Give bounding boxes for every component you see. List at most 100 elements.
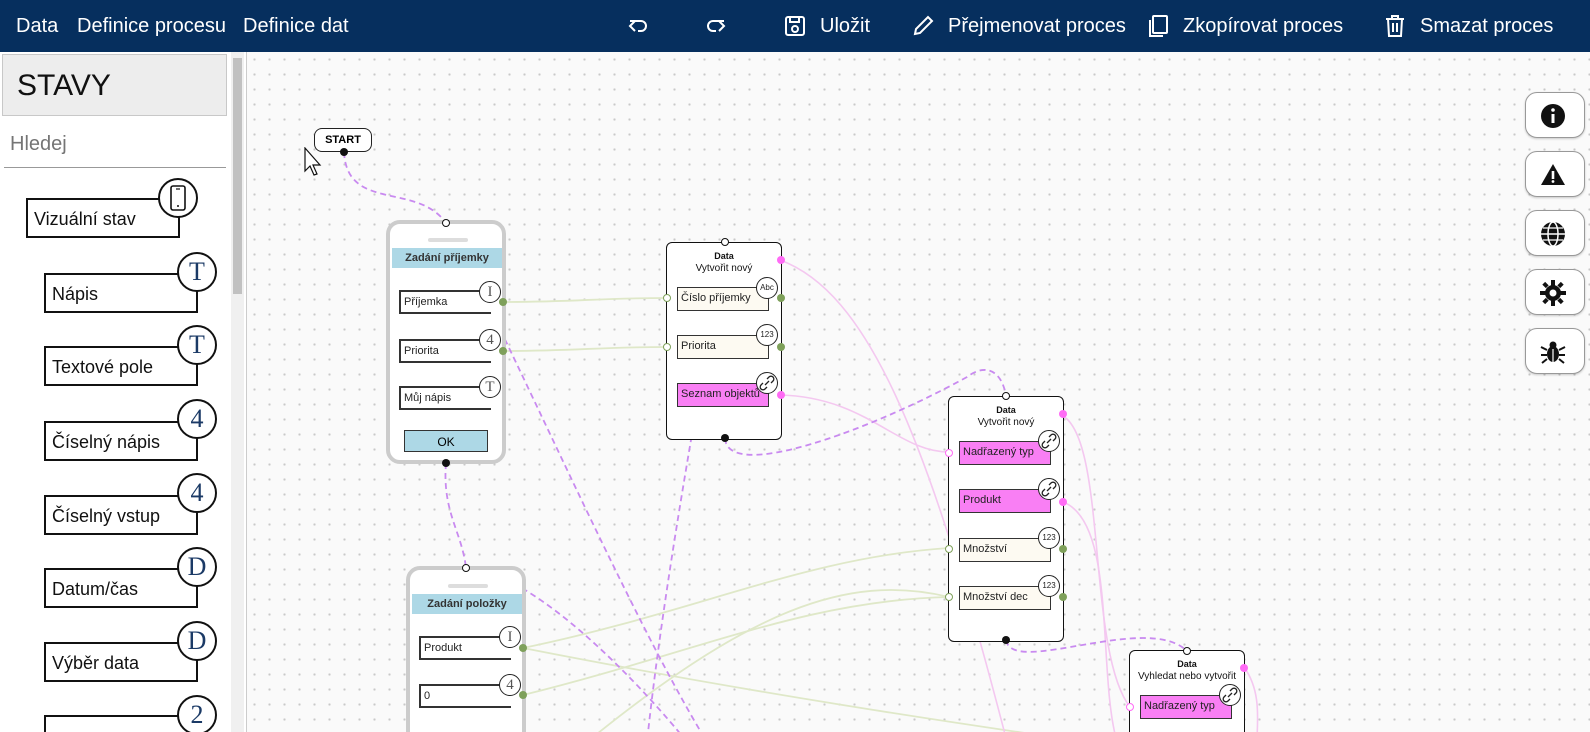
bug-icon	[1540, 341, 1566, 364]
palette-item-text-field[interactable]: Textové pole	[44, 346, 198, 386]
undo-icon[interactable]	[626, 14, 650, 38]
palette-item-label: Výběr data	[52, 653, 140, 673]
data-node[interactable]: Data Vytvořit nový Nadřazený typ Produkt…	[948, 396, 1064, 642]
phone-field[interactable]: Příjemka	[399, 290, 491, 314]
menu-data-definition[interactable]: Definice dat	[243, 15, 349, 37]
phone-in-port[interactable]	[462, 564, 470, 572]
data-node[interactable]: Data Vytvořit nový Číslo příjemky Abc Pr…	[666, 242, 782, 440]
flow-link	[724, 369, 1007, 456]
field-out-port[interactable]	[499, 347, 507, 355]
data-field[interactable]: Množství dec	[959, 586, 1051, 610]
palette-item-label: Číselný nápis	[52, 432, 161, 452]
phone-speaker	[448, 584, 488, 588]
visual-state-phone[interactable]: Zadání položky Produkt I 0 4	[406, 566, 526, 732]
data-in-port[interactable]	[1002, 392, 1010, 400]
redo-icon[interactable]	[704, 14, 728, 38]
data-field-object[interactable]: Nadřazený typ	[1140, 695, 1232, 719]
menu-data[interactable]: Data	[16, 15, 59, 37]
scrollbar-thumb[interactable]	[233, 58, 242, 294]
phone-field[interactable]: Produkt	[419, 636, 511, 660]
field-in-port[interactable]	[663, 294, 671, 302]
sidebar-scrollbar[interactable]	[231, 52, 244, 732]
rename-label: Přejmenovat proces	[948, 15, 1126, 37]
field-out-port[interactable]	[499, 298, 507, 306]
palette-item-label: Nápis	[52, 284, 99, 304]
link-icon	[1038, 430, 1060, 452]
settings-button[interactable]	[1525, 269, 1585, 315]
data-node-action: Vyhledat nebo vytvořit	[1137, 671, 1237, 682]
number-type-icon: 123	[756, 324, 778, 346]
palette-item-label: Číselný vstup	[52, 506, 161, 526]
data-out-port[interactable]	[1002, 636, 1010, 644]
number-type-icon: 123	[1038, 527, 1060, 549]
data-field[interactable]: Množství	[959, 538, 1051, 562]
value-link	[522, 647, 1025, 732]
phone-field[interactable]: Priorita	[399, 339, 491, 363]
phone-out-port[interactable]	[442, 459, 450, 467]
info-button[interactable]	[1525, 92, 1585, 138]
palette-item-label-text[interactable]: Nápis	[44, 273, 198, 313]
link-icon	[1038, 478, 1060, 500]
data-in-port[interactable]	[721, 238, 729, 246]
flow-link	[343, 151, 447, 224]
input-icon: I	[479, 281, 501, 303]
field-in-port[interactable]	[945, 545, 953, 553]
object-link	[1243, 666, 1259, 732]
start-port[interactable]	[340, 148, 348, 156]
field-out-port[interactable]	[777, 294, 785, 302]
number-icon: 4	[177, 473, 217, 513]
data-field-object[interactable]: Nadřazený typ	[959, 441, 1051, 465]
field-in-port[interactable]	[663, 343, 671, 351]
data-node[interactable]: Data Vyhledat nebo vytvořit Nadřazený ty…	[1129, 650, 1245, 732]
debug-button[interactable]	[1525, 328, 1585, 374]
data-in-port[interactable]	[1183, 647, 1191, 655]
search-input[interactable]	[4, 122, 226, 168]
data-node-action: Vytvořit nový	[977, 417, 1035, 428]
phone-field[interactable]: Můj nápis	[399, 386, 491, 410]
palette-item-datetime[interactable]: Datum/čas	[44, 568, 198, 608]
field-out-port[interactable]	[777, 343, 785, 351]
data-field[interactable]: Priorita	[677, 335, 769, 359]
object-out-port[interactable]	[777, 256, 785, 264]
object-in-port[interactable]	[945, 449, 953, 457]
warning-icon	[1541, 164, 1565, 185]
object-in-port[interactable]	[1126, 703, 1134, 711]
menu-process-definition[interactable]: Definice procesu	[77, 15, 226, 37]
phone-field[interactable]: 0	[419, 684, 511, 708]
value-link	[522, 596, 950, 696]
palette-item-number-input[interactable]: Číselný vstup	[44, 495, 198, 535]
data-out-port[interactable]	[721, 434, 729, 442]
palette-item-label: Vizuální stav	[34, 209, 136, 229]
phone-icon	[158, 178, 198, 218]
palette-item-visual-state[interactable]: Vizuální stav	[26, 198, 180, 238]
data-field-object[interactable]: Seznam objektů	[677, 383, 769, 407]
text-icon: T	[177, 325, 217, 365]
save-label: Uložit	[820, 15, 871, 37]
warnings-button[interactable]	[1525, 151, 1585, 197]
process-canvas[interactable]: START Zadání příjemky Příjemka I Priorit…	[247, 52, 1590, 732]
object-out-port[interactable]	[1240, 664, 1248, 672]
data-field[interactable]: Číslo příjemky	[677, 287, 769, 311]
field-out-port[interactable]	[1059, 593, 1067, 601]
field-out-port[interactable]	[519, 691, 527, 699]
visual-state-phone[interactable]: Zadání příjemky Příjemka I Priorita 4 Mů…	[386, 220, 506, 464]
sidebar-header: STAVY	[2, 54, 227, 116]
object-out-port[interactable]	[1059, 410, 1067, 418]
field-in-port[interactable]	[945, 593, 953, 601]
language-button[interactable]	[1525, 210, 1585, 256]
number-type-icon: 123	[1038, 575, 1060, 597]
number-icon: 4	[499, 674, 521, 696]
field-out-port[interactable]	[1059, 545, 1067, 553]
object-out-port[interactable]	[1059, 498, 1067, 506]
palette-item-date-picker[interactable]: Výběr data	[44, 642, 198, 682]
field-out-port[interactable]	[519, 644, 527, 652]
value-link	[598, 589, 950, 732]
data-node-type: Data	[714, 251, 734, 261]
object-out-port[interactable]	[777, 391, 785, 399]
palette-item-number-label[interactable]: Číselný nápis	[44, 421, 198, 461]
palette-item-label: Textové pole	[52, 357, 154, 377]
data-field-object[interactable]: Produkt	[959, 489, 1051, 513]
phone-in-port[interactable]	[442, 219, 450, 227]
palette-item-partial[interactable]	[44, 715, 198, 732]
ok-button[interactable]: OK	[404, 430, 488, 452]
